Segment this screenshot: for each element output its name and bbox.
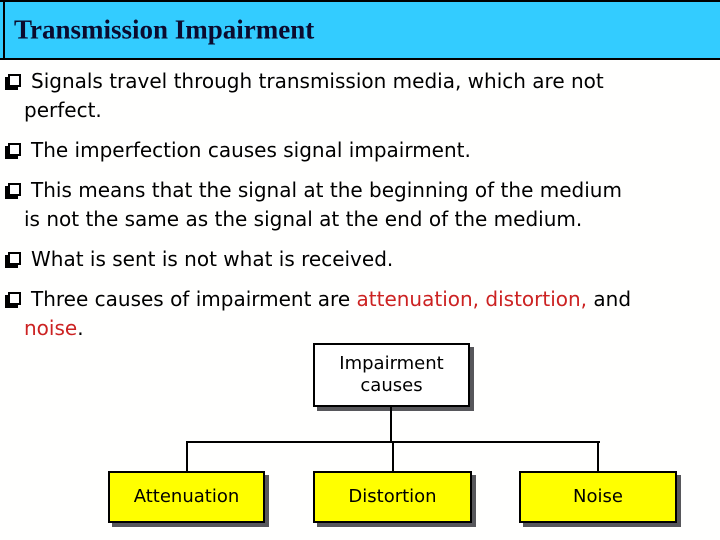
attenuation-box: Attenuation bbox=[108, 471, 265, 523]
title-bar: Transmission Impairment bbox=[0, 0, 720, 60]
bullet-text: Signals travel through transmission medi… bbox=[24, 67, 708, 125]
noise-box: Noise bbox=[519, 471, 677, 523]
slide-title: Transmission Impairment bbox=[14, 14, 315, 45]
connector-line bbox=[186, 441, 600, 443]
distortion-label: Distortion bbox=[348, 486, 437, 507]
attenuation-label: Attenuation bbox=[133, 486, 240, 507]
bullet-text-segment: This means that the signal at the beginn… bbox=[31, 178, 622, 202]
connector-line bbox=[390, 407, 392, 441]
bullet-square-icon bbox=[8, 143, 21, 156]
bullet-text-segment: The imperfection causes signal impairmen… bbox=[31, 138, 471, 162]
bullet-text-segment: and bbox=[587, 287, 632, 311]
bullet-square-icon bbox=[8, 292, 21, 305]
bullet-text-segment: Signals travel through transmission medi… bbox=[31, 69, 604, 93]
bullet-text: This means that the signal at the beginn… bbox=[24, 176, 708, 234]
highlighted-term: attenuation, bbox=[356, 287, 480, 311]
impairment-causes-box: Impairment causes bbox=[313, 343, 470, 407]
distortion-box: Distortion bbox=[313, 471, 472, 523]
bullet-item: Signals travel through transmission medi… bbox=[8, 67, 708, 125]
bullet-item: What is sent is not what is received. bbox=[8, 245, 708, 274]
noise-label: Noise bbox=[573, 486, 623, 507]
bullet-item: Three causes of impairment are attenuati… bbox=[8, 285, 708, 343]
bullet-text-segment: perfect. bbox=[24, 98, 102, 122]
connector-line bbox=[392, 443, 394, 471]
bullet-square-icon bbox=[8, 252, 21, 265]
impairment-causes-label: Impairment causes bbox=[339, 353, 444, 396]
bullet-text: The imperfection causes signal impairmen… bbox=[24, 136, 708, 165]
connector-line bbox=[186, 443, 188, 471]
title-bar-left-rule bbox=[3, 2, 5, 58]
highlighted-term: noise bbox=[24, 316, 78, 340]
bullet-text-segment: is not the same as the signal at the end… bbox=[24, 207, 583, 231]
bullet-square-icon bbox=[8, 183, 21, 196]
impairment-causes-diagram: Impairment causes Attenuation Distortion… bbox=[0, 330, 720, 540]
connector-line bbox=[597, 443, 599, 471]
bullet-text: What is sent is not what is received. bbox=[24, 245, 708, 274]
bullet-text-segment: Three causes of impairment are bbox=[31, 287, 357, 311]
highlighted-term: distortion, bbox=[485, 287, 588, 311]
bullet-item: The imperfection causes signal impairmen… bbox=[8, 136, 708, 165]
bullet-list: Signals travel through transmission medi… bbox=[8, 67, 708, 354]
bullet-text-segment: . bbox=[77, 316, 84, 340]
bullet-square-icon bbox=[8, 74, 21, 87]
bullet-text-segment: What is sent is not what is received. bbox=[31, 247, 394, 271]
bullet-item: This means that the signal at the beginn… bbox=[8, 176, 708, 234]
bullet-text: Three causes of impairment are attenuati… bbox=[24, 285, 708, 343]
